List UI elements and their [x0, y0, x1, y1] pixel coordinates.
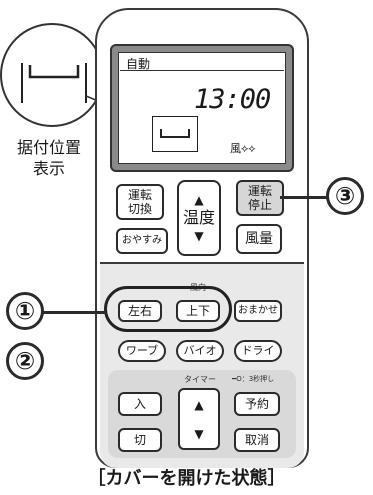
temp-down-button[interactable]: ▼ [194, 229, 204, 243]
omakase-button[interactable]: おまかせ [234, 300, 282, 322]
timer-up-button[interactable]: ▲ [194, 397, 204, 412]
mode-switch-button[interactable]: 運転 切換 [116, 184, 164, 220]
timer-off-button[interactable]: 切 [118, 428, 162, 452]
timer-on-button[interactable]: 入 [118, 392, 162, 416]
timer-label: タイマー [184, 375, 216, 384]
lcd-mode: 自動 [126, 57, 151, 71]
timer-adjust: ▲ ▼ [178, 388, 220, 450]
mount-position-label: 据付位置 表示 [16, 138, 81, 178]
bio-button[interactable]: バイオ [176, 340, 224, 362]
left-right-button[interactable]: 左右 [118, 300, 162, 322]
callout-1-line [40, 311, 106, 314]
caption: ［カバーを開けた状態］ [87, 468, 286, 489]
hold-3sec-label: ━O：3秒押し [232, 375, 275, 383]
temp-up-button[interactable]: ▲ [194, 193, 204, 207]
temperature-label: 温度 [182, 208, 215, 227]
cancel-button[interactable]: 取消 [234, 428, 280, 452]
wave-button[interactable]: ワーブ [118, 340, 166, 362]
dry-button[interactable]: ドライ [234, 340, 282, 362]
zoom-circle [0, 23, 104, 127]
lcd-divider [120, 70, 284, 71]
power-button[interactable]: 運転 停止 [236, 180, 284, 216]
sleep-button[interactable]: おやすみ [116, 228, 168, 254]
callout-2: ② [6, 342, 44, 380]
fan-speed-button[interactable]: 風量 [236, 224, 282, 254]
up-down-button[interactable]: 上下 [176, 300, 220, 322]
callout-1: ① [6, 292, 44, 330]
lcd-time: 13:00 [194, 84, 271, 115]
callout-3: ③ [326, 177, 364, 215]
mount-position-icon-small [160, 129, 190, 138]
callout-3-line [280, 196, 328, 199]
airflow-highlight [104, 286, 232, 332]
lcd-mount-indicator [152, 116, 198, 152]
reserve-button[interactable]: 予約 [234, 392, 280, 416]
timer-down-button[interactable]: ▼ [194, 426, 204, 441]
temperature-control: ▲ 温度 ▼ [177, 180, 221, 256]
lcd-fan-indicator: 風⟡⟡ [230, 142, 256, 155]
